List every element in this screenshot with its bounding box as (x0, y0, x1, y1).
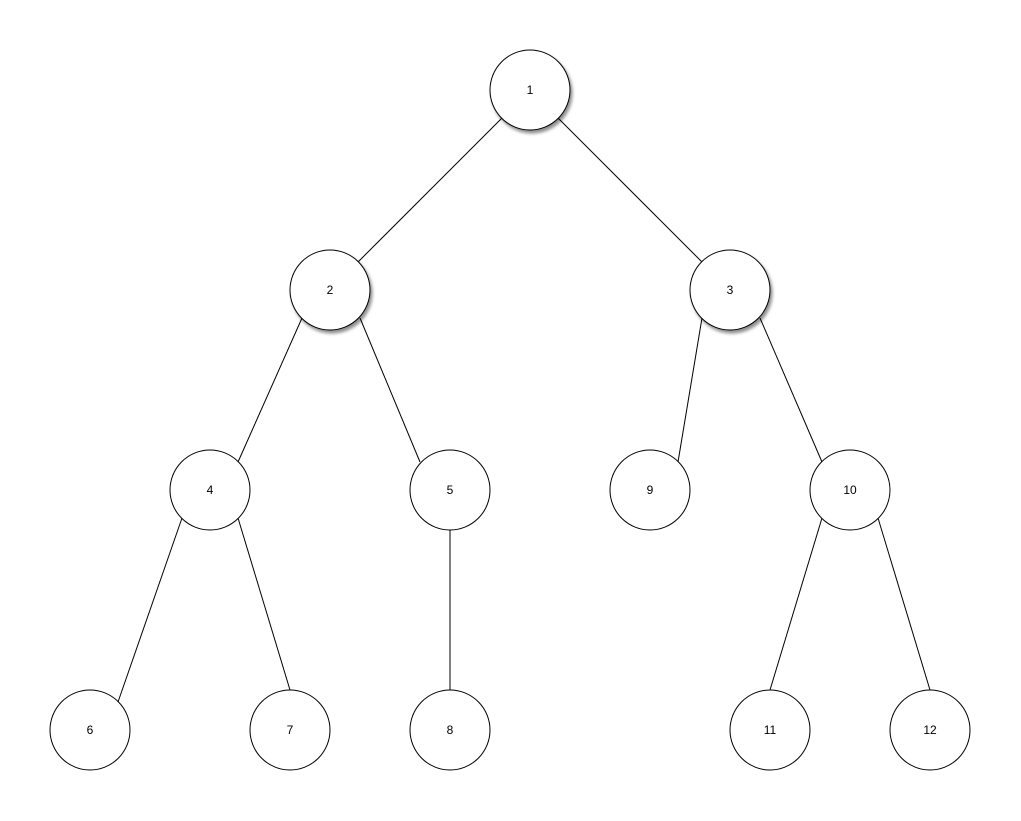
node-circle (489, 49, 571, 131)
edge-10-12 (877, 517, 931, 691)
node-label: 6 (87, 723, 94, 737)
tree-node-6: 6 (49, 689, 131, 771)
edge-3-9 (677, 317, 703, 463)
edge-2-5 (359, 317, 421, 463)
node-circle (409, 449, 491, 531)
tree-node-2: 2 (289, 249, 371, 331)
tree-node-9: 9 (609, 449, 691, 531)
node-label: 10 (843, 483, 857, 497)
node-circle (729, 689, 811, 771)
tree-node-11: 11 (729, 689, 811, 771)
node-circle (609, 449, 691, 531)
edge-1-3 (557, 117, 703, 263)
node-circle (289, 249, 371, 331)
edge-1-2 (357, 117, 503, 263)
edge-4-7 (237, 517, 291, 691)
node-label: 5 (447, 483, 454, 497)
node-circle (809, 449, 891, 531)
node-label: 12 (923, 723, 937, 737)
tree-node-4: 4 (169, 449, 251, 531)
tree-node-3: 3 (689, 249, 771, 331)
tree-node-8: 8 (409, 689, 491, 771)
tree-node-7: 7 (249, 689, 331, 771)
node-circle (249, 689, 331, 771)
edge-2-4 (237, 317, 303, 463)
node-label: 8 (447, 723, 454, 737)
node-label: 11 (764, 723, 777, 737)
tree-node-1: 1 (489, 49, 571, 131)
tree-node-12: 12 (889, 689, 971, 771)
node-label: 1 (527, 83, 534, 97)
edge-3-10 (759, 317, 823, 463)
edge-10-11 (769, 517, 823, 691)
tree-node-5: 5 (409, 449, 491, 531)
tree-node-10: 10 (809, 449, 891, 531)
node-label: 2 (327, 283, 334, 297)
edge-4-6 (117, 517, 183, 703)
node-circle (689, 249, 771, 331)
node-label: 9 (647, 483, 654, 497)
edges-layer (117, 117, 931, 703)
node-label: 3 (727, 283, 734, 297)
node-label: 7 (287, 723, 294, 737)
node-circle (409, 689, 491, 771)
node-label: 4 (207, 483, 214, 497)
node-circle (889, 689, 971, 771)
node-circle (169, 449, 251, 531)
node-circle (49, 689, 131, 771)
